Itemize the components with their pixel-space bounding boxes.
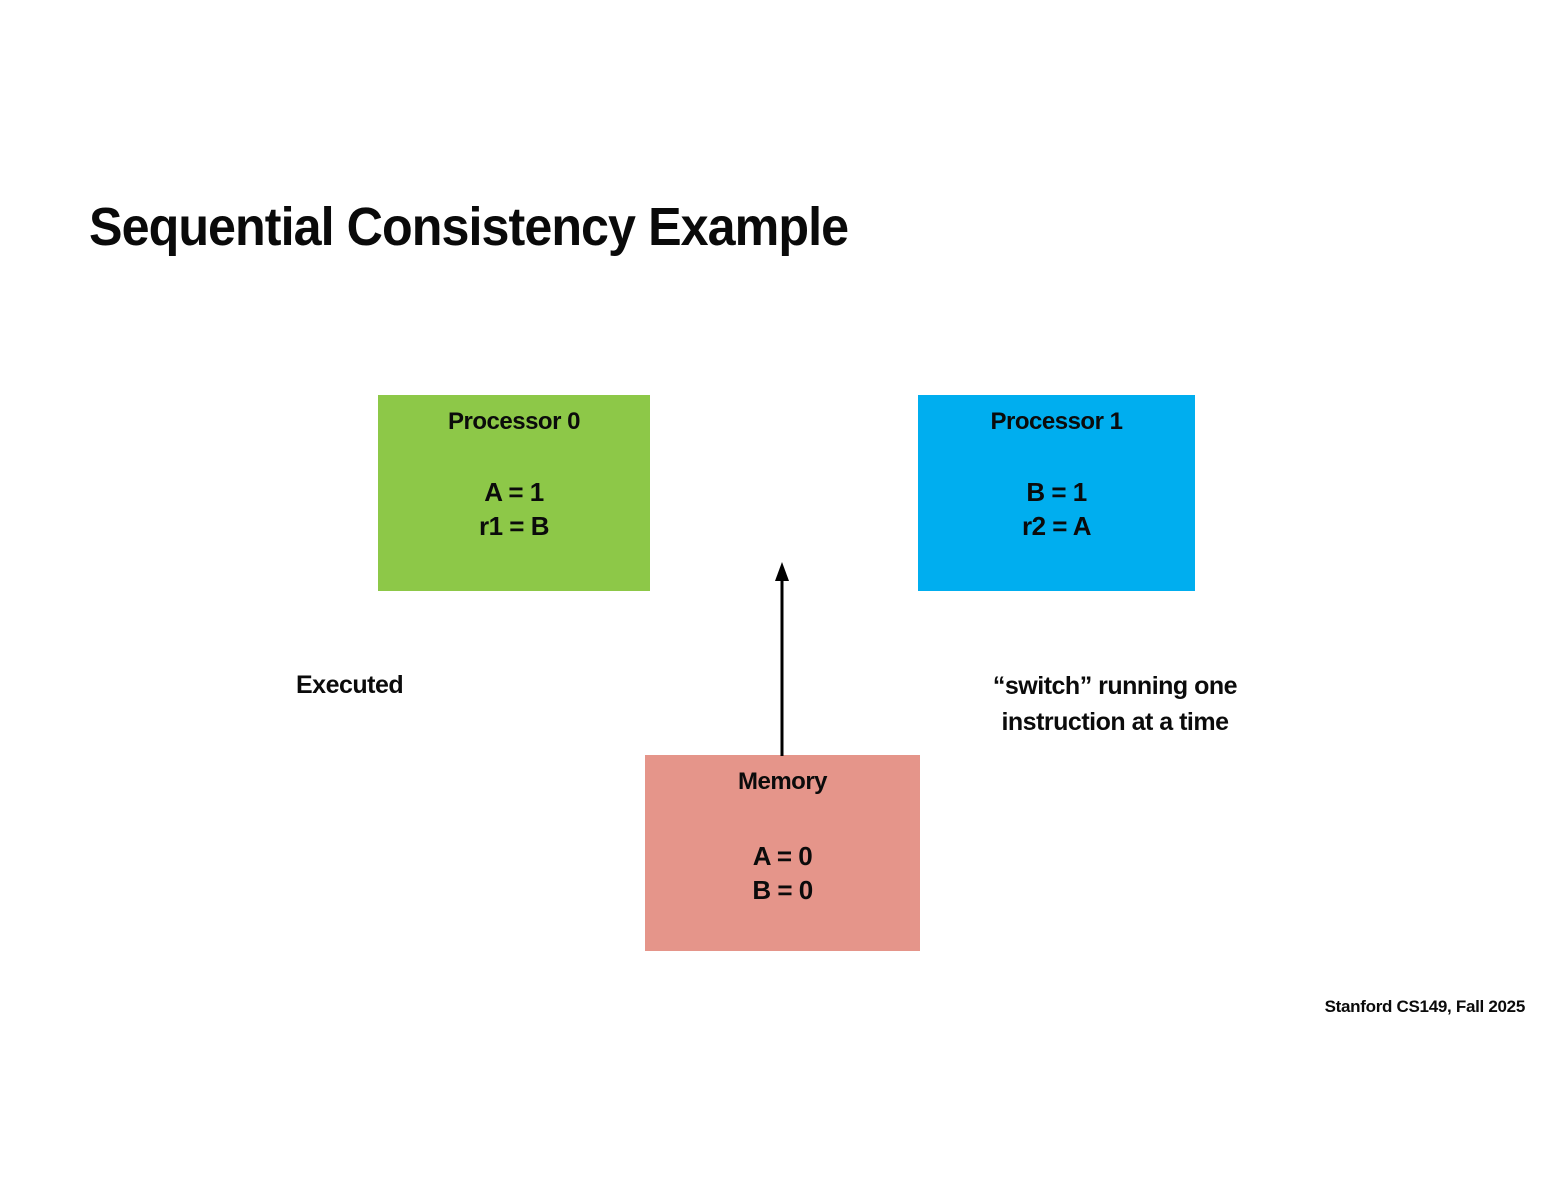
processor1-title: Processor 1 [990,408,1123,435]
code-line: A = 1 [484,477,544,507]
code-line: r1 = B [479,511,550,541]
arrow-up-icon [775,562,789,756]
memory-title: Memory [737,768,828,795]
switch-note-line: “switch” running one [992,672,1238,700]
processor0-code: A = 1 r1 = B [378,475,650,543]
processor0-title: Processor 0 [448,408,580,435]
processor1-box: Processor 1 B = 1 r2 = A [918,395,1195,591]
code-line: r2 = A [1021,511,1092,541]
switch-note-line: instruction at a time [1001,708,1229,736]
processor0-box: Processor 0 A = 1 r1 = B [378,395,650,591]
memory-box: Memory A = 0 B = 0 [645,755,920,951]
code-line: B = 0 [752,875,813,905]
executed-label: Executed [296,671,404,699]
code-line: B = 1 [1026,477,1087,507]
processor1-code: B = 1 r2 = A [918,475,1195,543]
slide-footer: Stanford CS149, Fall 2025 [1324,997,1526,1016]
switch-note-label: “switch” running one instruction at a ti… [950,668,1280,740]
slide-title: Sequential Consistency Example [89,197,849,257]
code-line: A = 0 [752,841,813,871]
memory-values: A = 0 B = 0 [645,839,920,907]
